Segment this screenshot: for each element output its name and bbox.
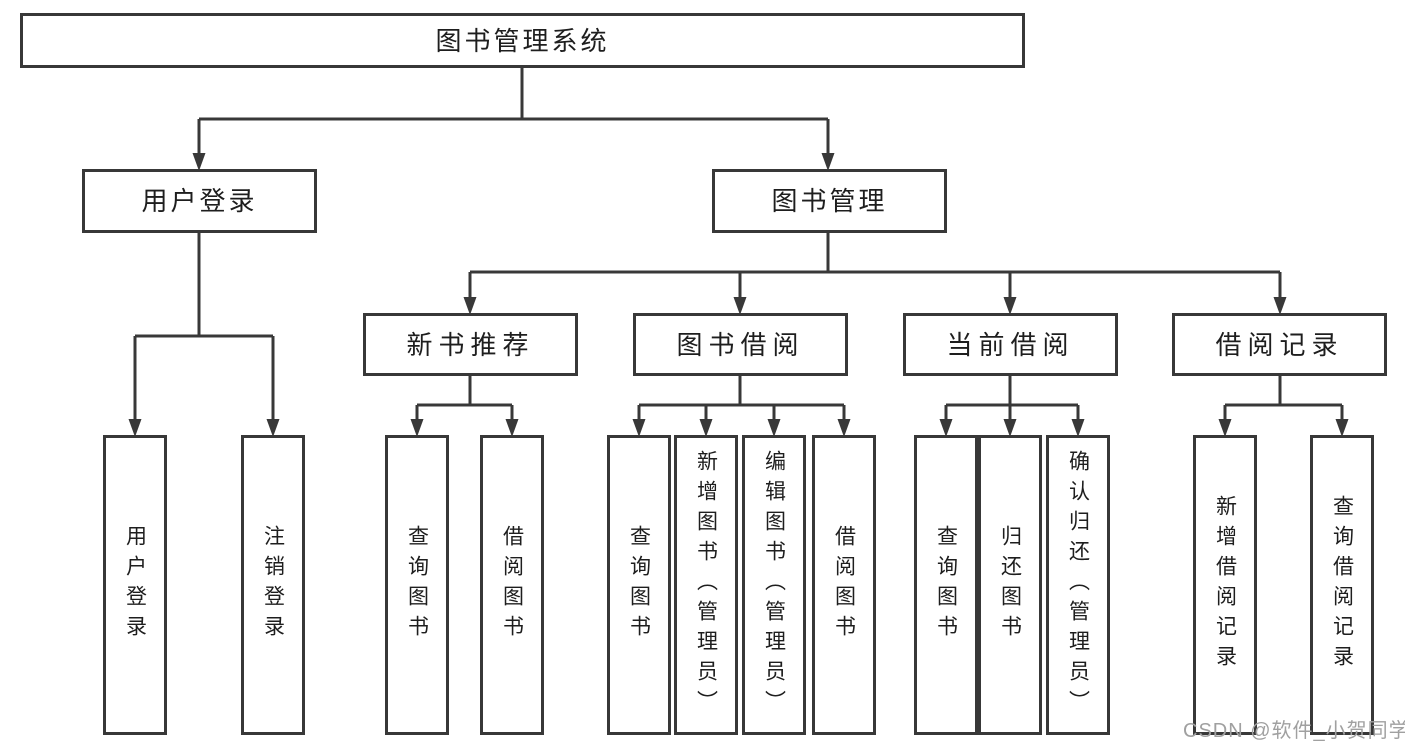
leaf-records-query-borrow-record: 查询借阅记录 — [1310, 435, 1374, 735]
leaf-borrowing-borrow-books: 借阅图书 — [812, 435, 876, 735]
node-user-login: 用户登录 — [82, 169, 317, 233]
leaf-recommend-borrow-books: 借阅图书 — [480, 435, 544, 735]
leaf-current-query-books: 查询图书 — [914, 435, 978, 735]
node-book-management: 图书管理 — [712, 169, 947, 233]
node-book-borrowing: 图书借阅 — [633, 313, 848, 376]
leaf-user-login: 用户登录 — [103, 435, 167, 735]
leaf-borrowing-add-books-admin: 新增图书（管理员） — [674, 435, 738, 735]
leaf-borrowing-edit-books-admin: 编辑图书（管理员） — [742, 435, 806, 735]
node-current-borrowing: 当前借阅 — [903, 313, 1118, 376]
leaf-logout-login: 注销登录 — [241, 435, 305, 735]
leaf-recommend-query-books: 查询图书 — [385, 435, 449, 735]
leaf-current-confirm-return-admin: 确认归还（管理员） — [1046, 435, 1110, 735]
csdn-watermark: CSDN @软件_小贺同学 — [1183, 720, 1405, 742]
leaf-current-return-books: 归还图书 — [978, 435, 1042, 735]
node-library-management-system: 图书管理系统 — [20, 13, 1025, 68]
leaf-records-add-borrow-record: 新增借阅记录 — [1193, 435, 1257, 735]
node-borrowing-records: 借阅记录 — [1172, 313, 1387, 376]
node-new-book-recommend: 新书推荐 — [363, 313, 578, 376]
leaf-borrowing-query-books: 查询图书 — [607, 435, 671, 735]
